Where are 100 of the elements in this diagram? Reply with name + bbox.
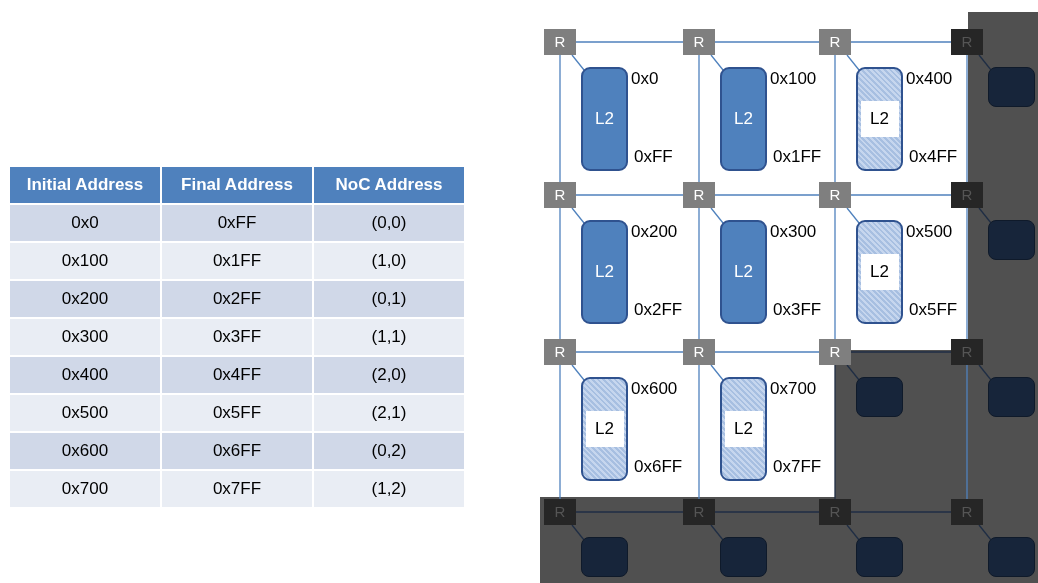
table-cell: 0x100 [9,242,161,280]
table-cell: 0x5FF [161,394,313,432]
connector-line [575,41,684,43]
table-cell: 0x600 [9,432,161,470]
table-cell: 0x2FF [161,280,313,318]
core-block [856,377,903,417]
connector-line [966,54,968,183]
connector-line [710,54,724,71]
core-block [988,220,1035,260]
cache-block [581,220,628,324]
cache-block [856,220,903,324]
table-cell: 0x0 [9,204,161,242]
address-label: 0x2FF [634,300,683,320]
router-box: R [683,29,715,55]
connector-line [850,351,952,353]
table-cell: 0x1FF [161,242,313,280]
core-block [856,537,903,577]
cache-label: L2 [585,411,624,447]
connector-line [571,207,585,224]
cache-label: L2 [860,254,899,290]
address-label: 0x3FF [773,300,822,320]
core-block [988,377,1035,417]
address-label: 0x1FF [773,147,822,167]
connector-line [978,364,992,381]
table-cell: 0x300 [9,318,161,356]
table-cell: 0x3FF [161,318,313,356]
connector-line [571,524,585,541]
connector-line [559,207,561,340]
address-label: 0x300 [770,222,817,242]
connector-line [850,41,952,43]
connector-line [559,54,561,183]
router-box: R [683,182,715,208]
router-box: R [544,182,576,208]
table-cell: 0x200 [9,280,161,318]
connector-line [846,54,860,71]
cache-block [856,67,903,171]
table-header-cell: Initial Address [9,166,161,204]
core-block [581,537,628,577]
cache-block [581,67,628,171]
address-label: 0x100 [770,69,817,89]
table-cell: 0x6FF [161,432,313,470]
connector-line [966,364,968,500]
cache-block [720,377,767,481]
cache-block [720,67,767,171]
table-cell: 0x7FF [161,470,313,508]
cache-label: L2 [595,109,614,129]
address-label: 0x5FF [909,300,958,320]
address-label: 0x7FF [773,457,822,477]
table-cell: (1,0) [313,242,465,280]
table-cell: 0xFF [161,204,313,242]
router-box: R [819,339,851,365]
cache-block [720,220,767,324]
connector-line [714,511,820,513]
router-box: R [544,339,576,365]
router-box: R [819,29,851,55]
address-label: 0x400 [906,69,953,89]
table-cell: (0,0) [313,204,465,242]
core-block [988,67,1035,107]
connector-line [575,351,684,353]
cache-label: L2 [734,262,753,282]
router-box: R [819,182,851,208]
connector-line [978,54,992,71]
table-cell: 0x700 [9,470,161,508]
connector-line [978,207,992,224]
table-cell: (1,1) [313,318,465,356]
address-label: 0xFF [634,147,673,167]
table-cell: 0x4FF [161,356,313,394]
table-cell: (1,2) [313,470,465,508]
connector-line [846,207,860,224]
connector-line [978,524,992,541]
cache-label: L2 [860,101,899,137]
connector-line [850,511,952,513]
connector-line [710,207,724,224]
connector-line [966,207,968,340]
address-label: 0x0 [631,69,659,89]
table-cell: (0,1) [313,280,465,318]
cache-label: L2 [595,262,614,282]
table-cell: (0,2) [313,432,465,470]
connector-line [571,54,585,71]
table-cell: (2,0) [313,356,465,394]
connector-line [850,194,952,196]
connector-line [714,41,820,43]
connector-line [698,364,700,500]
address-label: 0x700 [770,379,817,399]
address-label: 0x6FF [634,457,683,477]
table-cell: 0x400 [9,356,161,394]
address-label: 0x500 [906,222,953,242]
address-label: 0x600 [631,379,678,399]
connector-line [559,364,561,500]
connector-line [846,524,860,541]
connector-line [846,364,860,381]
address-label: 0x200 [631,222,678,242]
core-block [988,537,1035,577]
cache-label: L2 [734,109,753,129]
table-header-cell: NoC Address [313,166,465,204]
connector-line [575,511,684,513]
address-label: 0x4FF [909,147,958,167]
connector-line [710,524,724,541]
connector-line [698,54,700,183]
router-box: R [544,29,576,55]
